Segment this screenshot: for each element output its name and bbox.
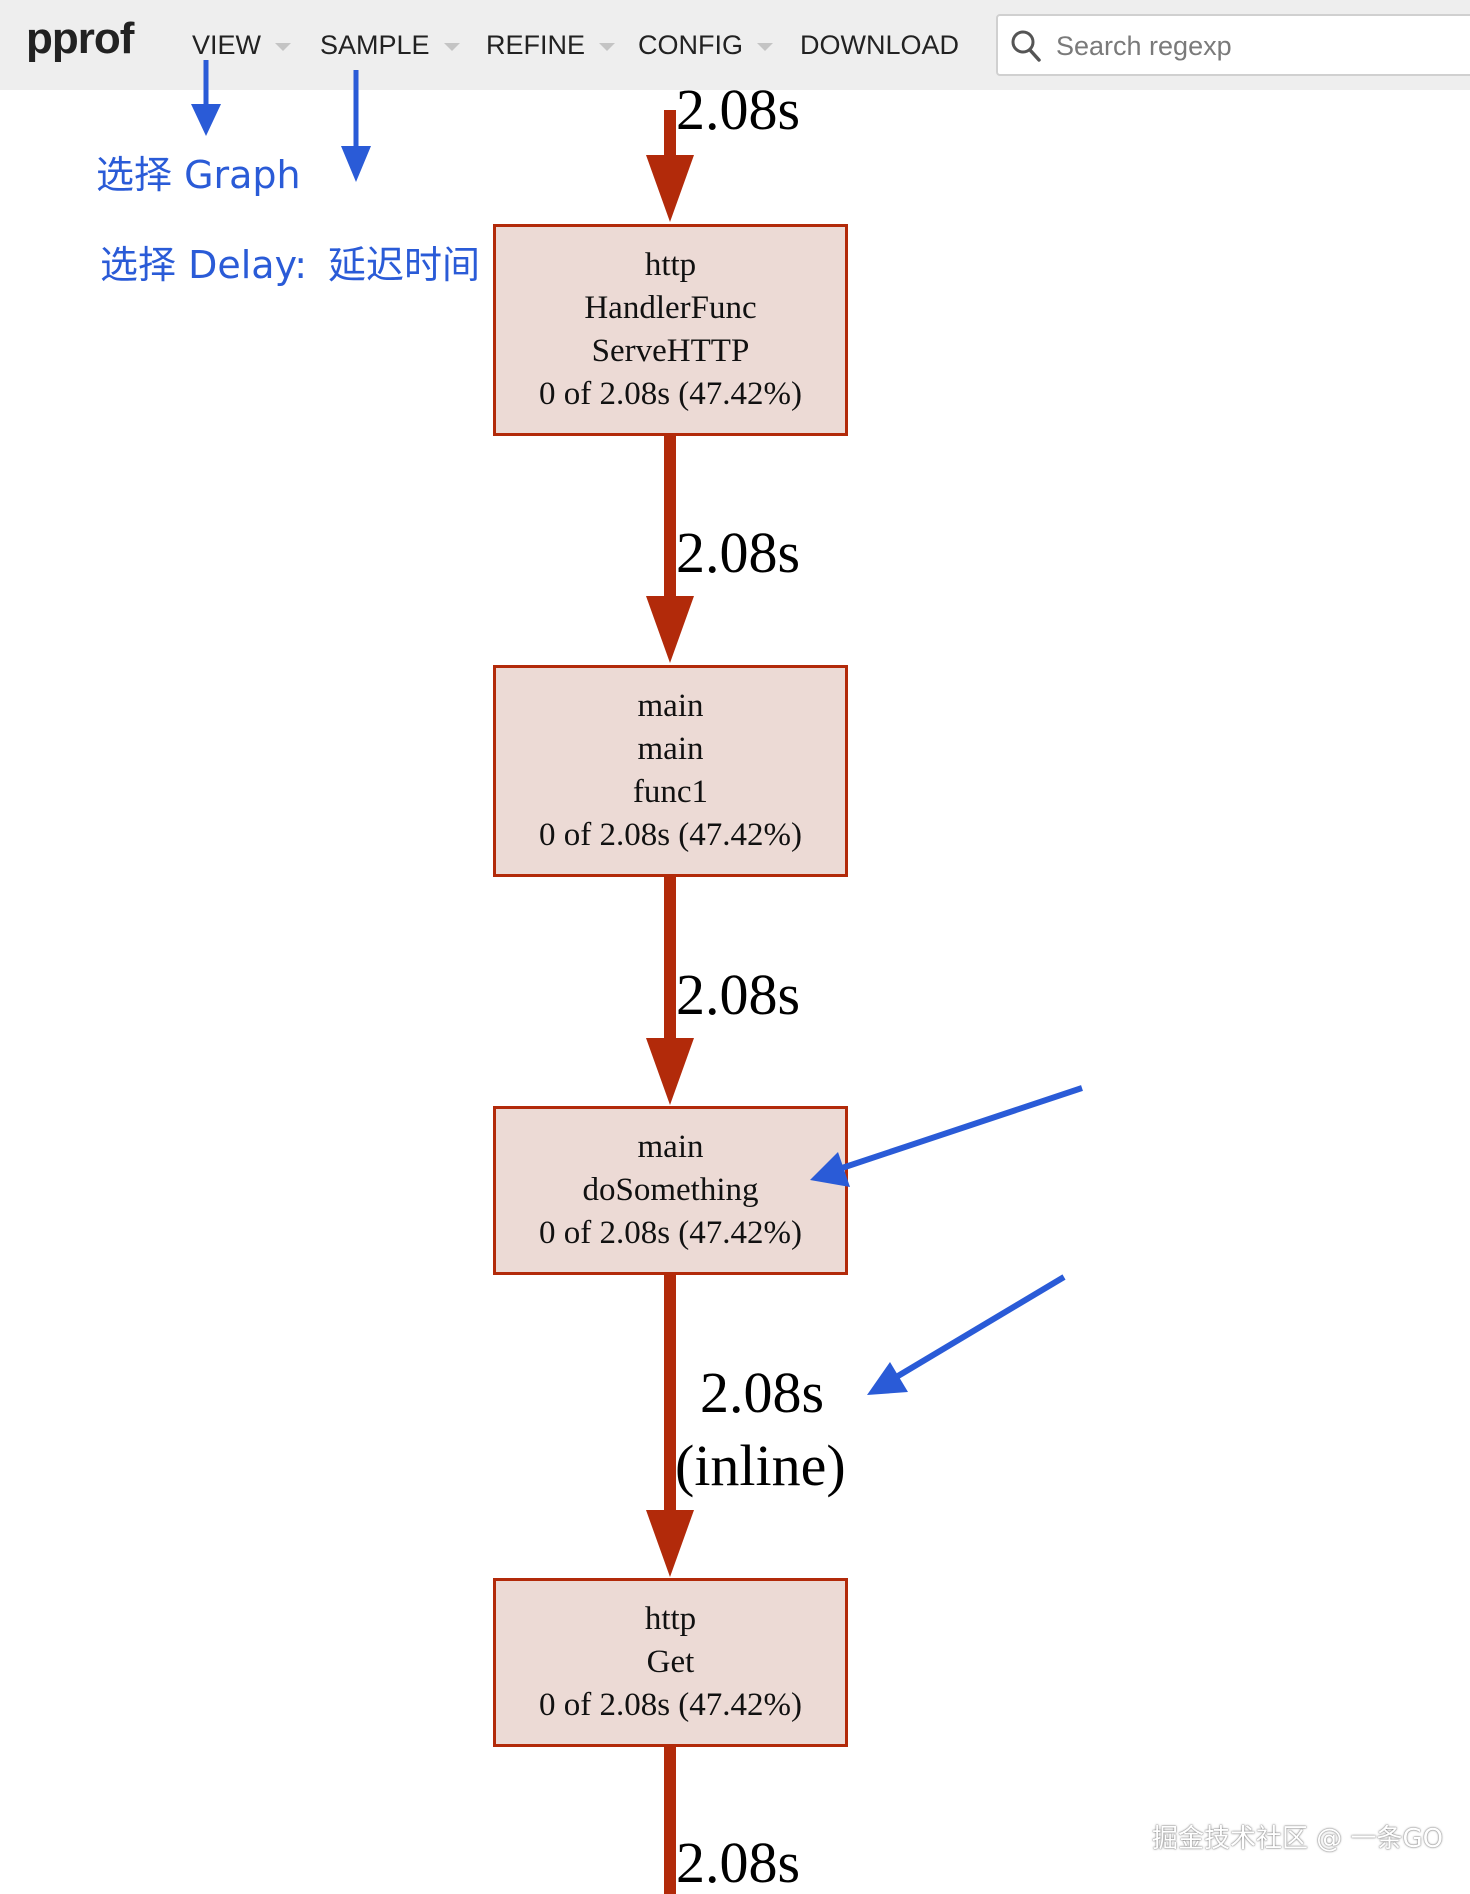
arrow-left-icon xyxy=(896,1274,1066,1379)
node-line: func1 xyxy=(632,774,709,810)
menu-config-label: CONFIG xyxy=(638,30,743,60)
menu-refine-label: REFINE xyxy=(486,30,586,60)
search-icon xyxy=(1010,29,1042,68)
node-line: 0 of 2.08s (47.42%) xyxy=(538,817,803,853)
annotation-select-graph: 选择 Graph xyxy=(96,153,301,197)
annotation-delay-meaning: 延迟时间 xyxy=(328,243,481,287)
edge-arrowhead xyxy=(646,1510,694,1577)
menu-download-label: DOWNLOAD xyxy=(800,30,960,60)
node-line: 0 of 2.08s (47.42%) xyxy=(538,376,803,412)
chevron-down-icon xyxy=(275,42,292,51)
edge-arrowhead xyxy=(646,155,694,222)
arrow-left-icon xyxy=(841,1085,1083,1171)
edge-shaft xyxy=(664,876,676,1066)
search-input[interactable] xyxy=(1054,24,1458,68)
edge-arrowhead xyxy=(646,596,694,663)
node-line: Get xyxy=(646,1644,695,1680)
annotation-select-delay: 选择 Delay: xyxy=(100,243,308,287)
chevron-down-icon xyxy=(443,42,460,51)
edge-label: 2.08s xyxy=(676,520,801,585)
menu-config[interactable]: CONFIG xyxy=(638,30,773,61)
arrow-down-icon xyxy=(191,104,221,136)
top-toolbar: pprof VIEW SAMPLE REFINE CONFIG DOWNLOAD xyxy=(0,0,1470,90)
node-line: main xyxy=(637,731,704,767)
edge-label-top: 2.08s xyxy=(676,80,801,132)
menu-sample-label: SAMPLE xyxy=(320,30,430,60)
menu-sample[interactable]: SAMPLE xyxy=(320,30,460,61)
search-box[interactable] xyxy=(996,14,1470,76)
menu-view-label: VIEW xyxy=(192,30,262,60)
node-line: http xyxy=(644,247,697,283)
node-line: http xyxy=(644,1601,697,1637)
node-line: HandlerFunc xyxy=(584,290,757,326)
edge-shaft xyxy=(664,1746,676,1894)
node-line: 0 of 2.08s (47.42%) xyxy=(538,1215,803,1251)
arrow-left-icon xyxy=(867,1362,908,1395)
graph-node-func1[interactable]: main main func1 0 of 2.08s (47.42%) xyxy=(493,665,848,877)
arrow-down-icon xyxy=(341,146,371,182)
graph-node-http-get[interactable]: http Get 0 of 2.08s (47.42%) xyxy=(493,1578,848,1747)
graph-node-servehttp[interactable]: http HandlerFunc ServeHTTP 0 of 2.08s (4… xyxy=(493,224,848,436)
app-logo[interactable]: pprof xyxy=(26,14,134,63)
watermark: 掘金技术社区 @ 一条GO xyxy=(1152,1824,1444,1854)
edge-label: 2.08s xyxy=(676,962,801,1027)
arrow-left-icon xyxy=(810,1152,850,1187)
node-line: doSomething xyxy=(582,1172,759,1208)
menu-view[interactable]: VIEW xyxy=(192,30,292,61)
edge-label: 2.08s xyxy=(700,1360,825,1425)
node-line: main xyxy=(637,1129,704,1165)
edge-label: 2.08s xyxy=(676,1830,801,1894)
edge-shaft xyxy=(664,434,676,624)
graph-node-dosomething[interactable]: main doSomething 0 of 2.08s (47.42%) xyxy=(493,1106,848,1275)
edge-shaft xyxy=(664,1275,676,1540)
chevron-down-icon xyxy=(599,42,616,51)
node-line: main xyxy=(637,688,704,724)
node-line: 0 of 2.08s (47.42%) xyxy=(538,1687,803,1723)
chevron-down-icon xyxy=(757,42,773,51)
menu-refine[interactable]: REFINE xyxy=(486,30,616,61)
edge-label-inline: (inline) xyxy=(675,1433,846,1498)
node-line: ServeHTTP xyxy=(591,333,750,369)
menu-download[interactable]: DOWNLOAD xyxy=(800,30,959,61)
edge-arrowhead xyxy=(646,1038,694,1105)
